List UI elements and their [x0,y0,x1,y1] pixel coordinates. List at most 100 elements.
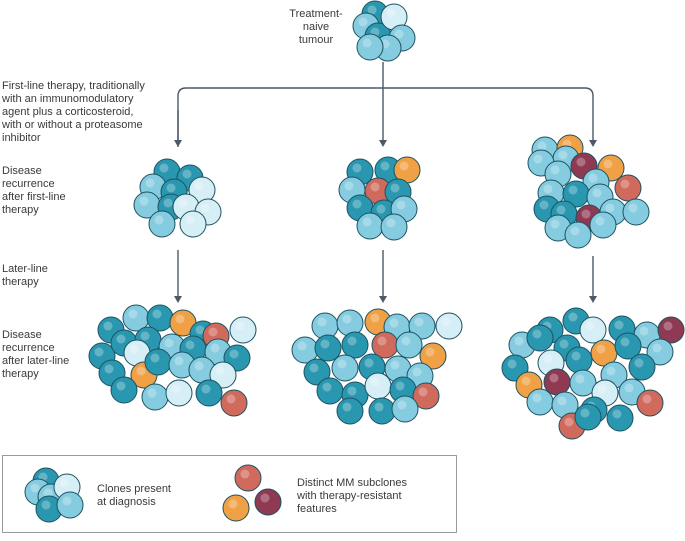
cell-highlight [390,360,400,370]
cell-highlight [568,312,578,322]
salmon-subclone-cell [234,464,262,492]
legend-box [2,455,457,533]
cell-highlight [200,203,210,213]
cell-highlight [588,173,598,183]
cell-highlight [104,364,114,374]
cell-highlight [185,215,195,225]
cell-highlight [154,215,164,225]
light-teal-cell [395,331,423,359]
light-teal-cell [526,388,554,416]
cell-highlight [228,499,238,509]
cell-highlight [521,376,531,386]
cell-highlight [595,216,605,226]
cell-highlight [322,382,332,392]
teal-cell [341,331,369,359]
cell-highlight [235,321,245,331]
pale-cell [165,379,193,407]
cell-highlight [370,377,380,387]
cell-highlight [62,496,72,506]
cell-highlight [390,183,400,193]
cell-clusters [24,0,685,523]
cell-highlight [116,381,126,391]
teal-cell [368,397,396,425]
legend-clones-label: Clones present at diagnosis [97,483,171,508]
teal-cell [606,404,634,432]
cell-highlight [532,329,542,339]
light-teal-cell [148,210,176,238]
cell-highlight [597,384,607,394]
plum-subclone-cell [657,316,685,344]
cell-highlight [425,347,435,357]
cell-highlight [558,150,568,160]
cell-highlight [145,178,155,188]
light-teal-cell [356,33,384,61]
cluster-naive-tumour [352,0,416,62]
cell-highlight [367,5,377,15]
orange-subclone-cell [419,342,447,370]
cell-highlight [94,347,104,357]
cell-highlight [559,339,569,349]
cell-highlight [195,325,205,335]
cell-highlight [352,163,362,173]
cell-highlight [606,366,616,376]
treatment-naive-label: Treatment- naive tumour [289,8,343,46]
pale-cell [209,361,237,389]
cluster-first-left [133,158,222,238]
cell-highlight [128,309,138,319]
cell-highlight [394,29,404,39]
cell-highlight [605,203,615,213]
cell-highlight [342,314,352,324]
cell-highlight [41,500,51,510]
later-line-therapy-label: Later-line therapy [2,263,48,288]
arrow-left-later-head [174,296,182,303]
cell-highlight [620,337,630,347]
cluster-first-right [527,134,650,249]
pale-cell [229,316,257,344]
cell-highlight [103,321,113,331]
orange-subclone-cell [222,494,250,522]
light-teal-cell [589,211,617,239]
cell-highlight [174,356,184,366]
cell-highlight [297,341,307,351]
cell-highlight [215,366,225,376]
cell-highlight [182,169,192,179]
cluster-later-right [501,307,685,440]
teal-cell [314,334,342,362]
cell-highlight [585,321,595,331]
cell-highlight [240,469,250,479]
cell-highlight [620,179,630,189]
cell-highlight [386,8,396,18]
cell-highlight [152,309,162,319]
cell-highlight [514,336,524,346]
cell-highlight [612,409,622,419]
cell-highlight [116,334,126,344]
cluster-later-center [291,308,463,425]
light-teal-cell [646,338,674,366]
cell-highlight [347,336,357,346]
cell-highlight [377,336,387,346]
cell-highlight [412,367,422,377]
cell-highlight [163,198,173,208]
cell-highlight [201,384,211,394]
cell-highlight [358,17,368,27]
cell-highlight [663,321,673,331]
teal-cell [195,379,223,407]
cell-highlight [556,205,566,215]
cell-highlight [364,358,374,368]
cell-highlight [344,181,354,191]
cell-highlight [507,359,517,369]
arrow-right-later-head [589,296,597,303]
plum-subclone-cell [254,488,282,516]
cell-highlight [557,396,567,406]
recurrence-after-first-line-label: Disease recurrence after first-line ther… [2,165,66,216]
cell-highlight [164,338,174,348]
cell-highlight [147,388,157,398]
teal-cell [316,377,344,405]
cell-highlight [59,478,69,488]
cell-highlight [389,318,399,328]
cell-highlight [320,339,330,349]
cell-highlight [418,387,428,397]
light-teal-cell [622,198,650,226]
cell-highlight [550,165,560,175]
